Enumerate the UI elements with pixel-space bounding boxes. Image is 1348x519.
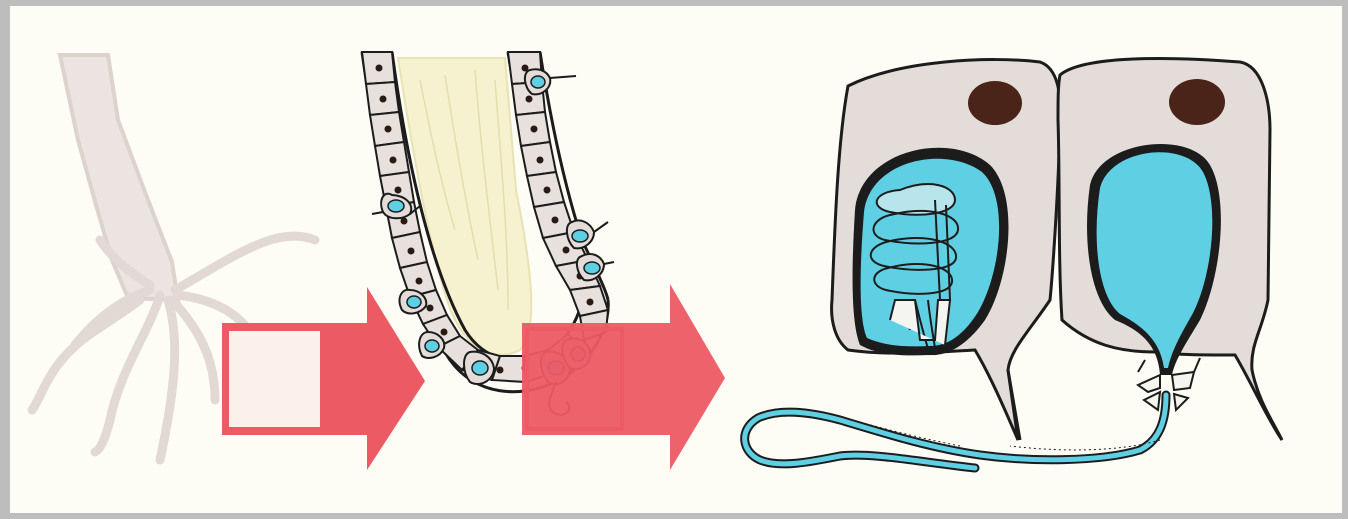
zoom-arrow-1 [222, 287, 425, 470]
cnidocyte-discharged [1058, 58, 1282, 440]
nucleus [1169, 79, 1225, 125]
zoom-arrow-2 [522, 284, 725, 470]
nucleus [968, 81, 1022, 125]
cnidocyte-cells [745, 58, 1282, 468]
cnidocyte-undischarged [832, 60, 1061, 440]
zoom-box-1 [227, 329, 322, 429]
nematocyst-thread [745, 395, 1166, 468]
